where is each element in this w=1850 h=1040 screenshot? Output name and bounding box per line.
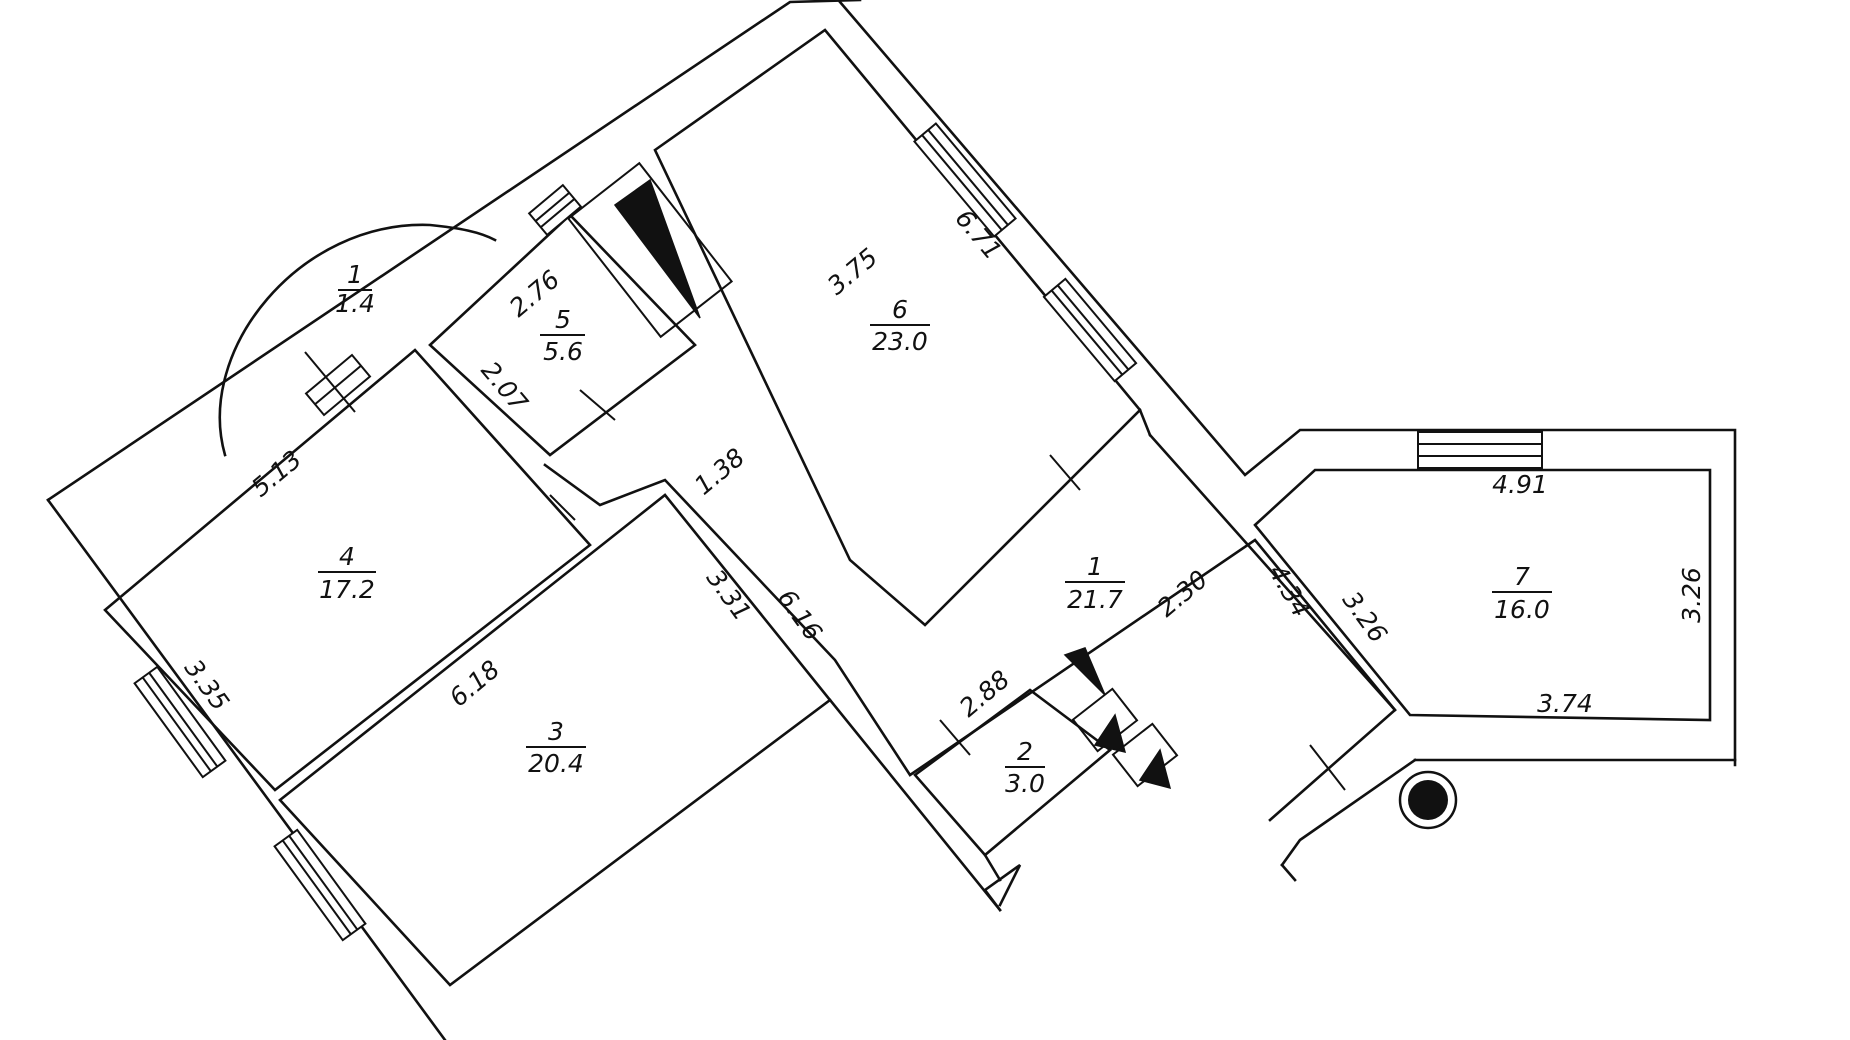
room-area: 5.6: [543, 337, 583, 366]
room-area: 23.0: [872, 327, 928, 356]
room-area: 17.2: [319, 575, 375, 604]
outer-walls: [46, 0, 1737, 1040]
room-number: 5: [555, 305, 571, 334]
dimension-label: 4.91: [1492, 470, 1548, 499]
dimension-label: 3.26: [1677, 567, 1706, 623]
dimension-label: 1.38: [689, 442, 750, 500]
room-number: 7: [1514, 562, 1530, 591]
room-area: 1.4: [335, 289, 375, 318]
room-area: 21.7: [1067, 585, 1123, 614]
dimension-label: 2.88: [954, 664, 1015, 722]
room-number: 1: [347, 260, 363, 289]
room-number: 6: [892, 295, 908, 324]
room-area: 20.4: [528, 749, 584, 778]
balcony-arc: [218, 223, 497, 457]
dimension-label: 5.13: [246, 444, 307, 502]
dimension-label: 3.26: [1337, 586, 1393, 648]
interior-walls: [103, 28, 1712, 987]
room-number: 2: [1017, 737, 1033, 766]
dimension-label: 3.31: [701, 564, 757, 626]
room-number: 3: [548, 717, 564, 746]
round-column-icon: [1398, 770, 1458, 830]
room-area: 16.0: [1494, 595, 1550, 624]
dimension-label: 2.07: [476, 356, 534, 417]
vent-shafts: [566, 161, 1179, 790]
door-marks: [304, 351, 1346, 791]
dimension-label: 3.75: [822, 242, 883, 300]
windows: [133, 122, 1543, 942]
room-area: 3.0: [1005, 769, 1045, 798]
room-labels: 1 1.4 5 5.6 6 23.0 4 17.2 1 21.7 7 16.0 …: [318, 260, 1552, 798]
room-number: 4: [339, 542, 355, 571]
room-number: 1: [1087, 552, 1103, 581]
dimension-label: 3.74: [1537, 689, 1593, 718]
